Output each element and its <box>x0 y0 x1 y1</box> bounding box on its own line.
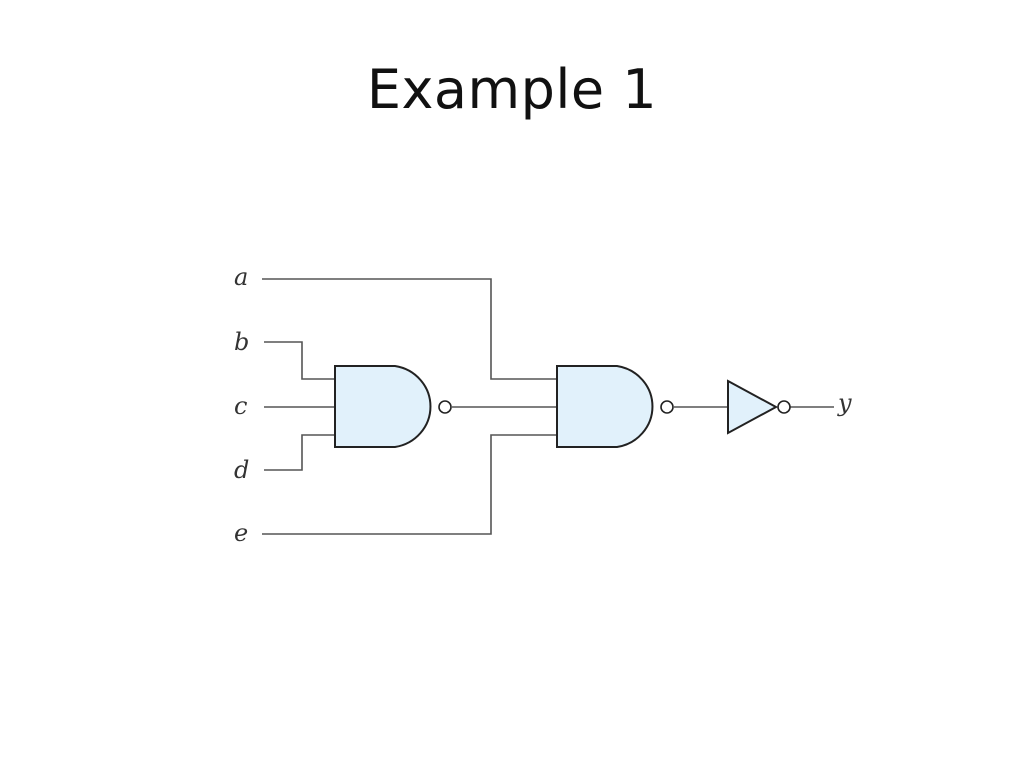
wire-a <box>262 278 557 380</box>
not-gate-bubble <box>777 400 791 414</box>
input-label-a: a <box>234 263 248 291</box>
nand-gate-2-bubble <box>660 400 674 414</box>
wire-d <box>264 434 335 471</box>
nand-gate-1 <box>334 365 432 448</box>
wire-e <box>262 434 557 535</box>
input-label-c: c <box>234 392 247 420</box>
nand-gate-1-bubble <box>438 400 452 414</box>
input-label-d: d <box>234 456 249 484</box>
output-label-y: y <box>837 389 852 417</box>
not-gate <box>727 379 779 435</box>
input-label-e: e <box>234 519 248 547</box>
wire-b <box>264 341 335 380</box>
input-label-b: b <box>234 328 249 356</box>
nand-gate-2 <box>556 365 654 448</box>
slide-title: Example 1 <box>366 58 658 121</box>
